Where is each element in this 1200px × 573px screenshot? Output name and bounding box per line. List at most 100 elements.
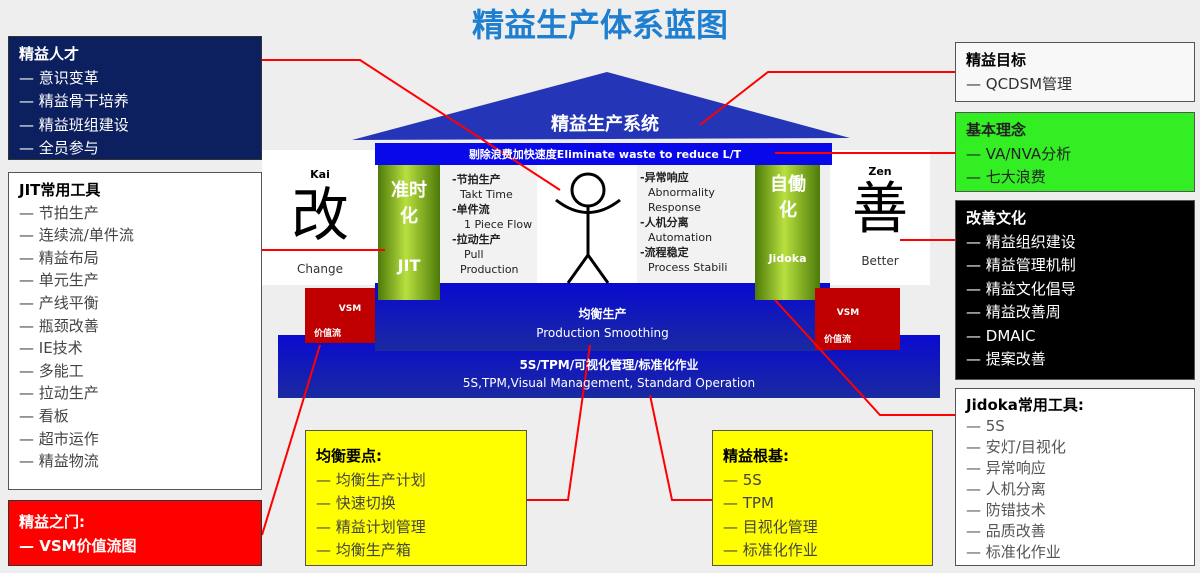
text-item: — 精益计划管理 [316,517,426,536]
kai-char: 改 [290,181,349,249]
left-pillar [378,165,440,300]
platform-en: Production Smoothing [536,326,669,340]
text-item: — TPM [723,494,774,512]
text-item: — 精益物流 [19,452,99,471]
platform-cn: 均衡生产 [578,307,627,321]
base-en: 5S,TPM,Visual Management, Standard Opera… [462,376,756,390]
vsm-left-bottom: 价值流 [313,329,341,339]
right-pillar-cn: 自働化 [770,174,806,221]
text-item: — 提案改善 [966,350,1046,368]
text-item: — 拉动生产 [19,384,99,403]
text-item: — 安灯/目视化 [966,438,1066,456]
left-pillar-cn: 准时化 [391,180,427,227]
text-item: 精益目标 [966,51,1027,69]
zen-top: Zen [868,165,892,178]
text-item: — 均衡生产计划 [316,470,426,489]
text-item: — 全员参与 [19,139,99,157]
text-item: Production [460,263,519,276]
text-item: — 精益改善周 [966,303,1061,321]
text-item: — 5S [723,470,762,489]
text-item: Automation [648,231,713,244]
gate-box: 精益之门: — VSM价值流图 [8,500,262,566]
jidoka-tools-box: Jidoka常用工具: — 5S — 安灯/目视化 — 异常响应 — 人机分离 — 防错… [955,388,1195,566]
text-item: — DMAIC [966,326,1036,345]
foundation-box: 精益根基: — 5S — TPM — 目视化管理 — 标准化作业 [712,430,933,566]
text-item: — 产线平衡 [19,293,99,312]
roof [352,72,850,140]
text-item: — QCDSM管理 [966,74,1073,93]
page-title: 精益生产体系蓝图 [471,6,728,44]
text-item: — 看板 [19,406,69,425]
text-item: — 快速切换 [316,494,396,512]
text-item: Jidoka常用工具: [966,396,1084,414]
kai-panel [262,150,378,285]
base-cn: 5S/TPM/可视化管理/标准化作业 [519,358,699,372]
right-pillar [755,165,820,300]
text-item: 均衡要点: [316,447,382,465]
text-item: -人机分离 [640,216,689,229]
zen-char: 善 [852,177,908,242]
roof-label: 精益生产系统 [551,114,659,135]
text-item: — 防错技术 [966,501,1046,519]
vsm-right-bottom: 价值流 [823,335,851,345]
text-item: — 标准化作业 [966,543,1061,561]
text-item: — 均衡生产箱 [316,541,411,559]
text-item: — VA/NVA分析 [966,144,1072,163]
left-pillar-en: JIT [397,256,421,275]
text-item: — 精益班组建设 [19,115,129,134]
text-item: 精益根基: [723,447,789,465]
text-item: 精益人才 [19,45,80,63]
text-item: — 意识变革 [19,68,99,87]
text-item: — 标准化作业 [723,541,818,559]
text-item: — 瓶颈改善 [19,316,99,335]
text-item: — 精益文化倡导 [966,279,1076,298]
text-item: 改善文化 [966,209,1027,227]
text-item: -流程稳定 [640,246,689,259]
text-item: — 异常响应 [966,459,1046,477]
text-item: — 5S [966,417,1005,435]
text-item: — 多能工 [19,361,84,380]
platform [375,283,830,351]
talent-box: 精益人才 — 意识变革 — 精益骨干培养 — 精益班组建设 — 全员参与 [8,36,262,160]
connector-lines [261,59,955,536]
text-item: — VSM价值流图 [19,536,137,555]
text-item: Response [648,201,701,214]
text-item: — 精益布局 [19,248,99,267]
text-item: Pull [464,248,484,261]
text-item: — 七大浪费 [966,168,1046,186]
zen-bottom: Better [861,254,899,268]
vsm-left [305,288,375,343]
text-item: — 节拍生产 [19,203,99,222]
text-item: -节拍生产 [452,173,501,186]
text-item: Process Stabili [648,261,728,274]
text-item: 精益之门: [19,513,85,531]
text-item: — 目视化管理 [723,517,818,536]
stick-figure-icon [555,172,621,284]
goal-box: 精益目标 — QCDSM管理 [955,42,1195,102]
text-item: — 精益管理机制 [966,256,1076,274]
text-item: -异常响应 [640,171,689,184]
jit-tools-box: JIT常用工具 — 节拍生产— 连续流/单件流— 精益布局— 单元生产— 产线平… [8,172,262,490]
text-item: 基本理念 [966,121,1027,139]
right-pillar-en: Jidoka [768,252,807,265]
text-item: Takt Time [460,188,513,201]
text-item: — 连续流/单件流 [19,226,134,245]
concept-box: 基本理念 — VA/NVA分析 — 七大浪费 [955,112,1195,192]
band-label: 剔除浪费加快速度Eliminate waste to reduce L/T [468,148,742,161]
text-item: Abnormality [648,186,715,199]
text-item: — 人机分离 [966,480,1046,498]
text-item: 1 Piece Flow [464,218,533,231]
culture-box: 改善文化 — 精益组织建设 — 精益管理机制 — 精益文化倡导 — 精益改善周 — DM… [955,200,1195,380]
text-item: — 品质改善 [966,522,1046,540]
text-item: -拉动生产 [452,233,501,246]
text-item: JIT常用工具 [19,181,101,199]
text-item: — 精益骨干培养 [19,92,129,110]
kai-top: Kai [310,168,330,181]
text-item: — 超市运作 [19,429,99,448]
balance-box: 均衡要点: — 均衡生产计划 — 快速切换 — 精益计划管理 — 均衡生产箱 [305,430,527,566]
text-item: — 精益组织建设 [966,232,1076,251]
zen-panel [830,150,930,285]
